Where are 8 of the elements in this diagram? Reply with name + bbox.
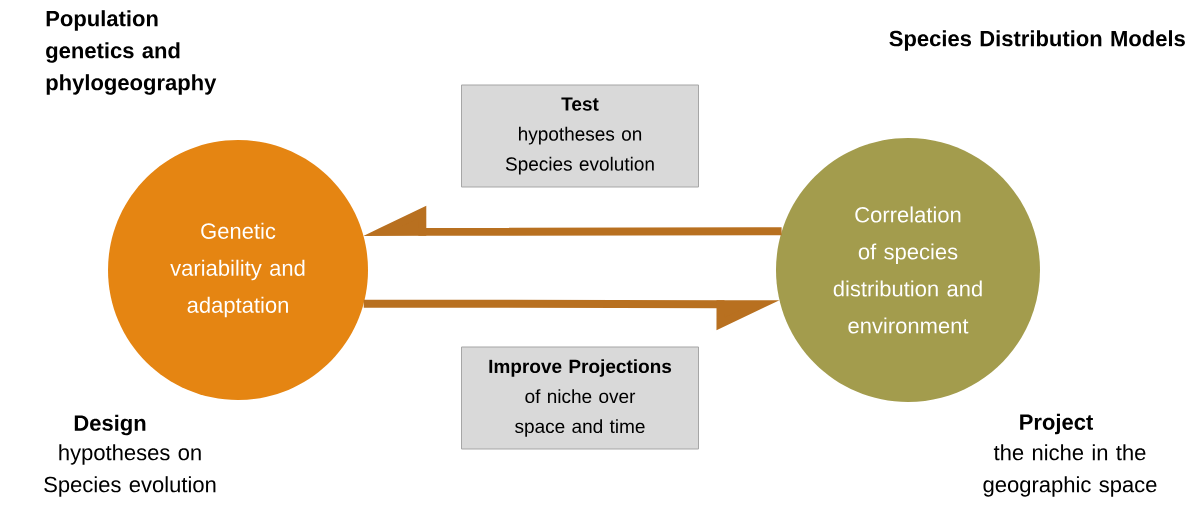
- text-box: Improve Projections of niche over space and time: [461, 346, 699, 450]
- heading: Design: [74, 414, 146, 436]
- caption-text: the niche in the geographic space: [983, 444, 1157, 497]
- heading: Project: [1020, 413, 1093, 435]
- caption-text: hypotheses on Species evolution: [44, 444, 216, 497]
- text-box: Test hypotheses on Species evolution: [461, 84, 699, 188]
- heading: Species Distribution Models: [889, 30, 1185, 51]
- heading: Population genetics and phylogeography: [46, 10, 217, 95]
